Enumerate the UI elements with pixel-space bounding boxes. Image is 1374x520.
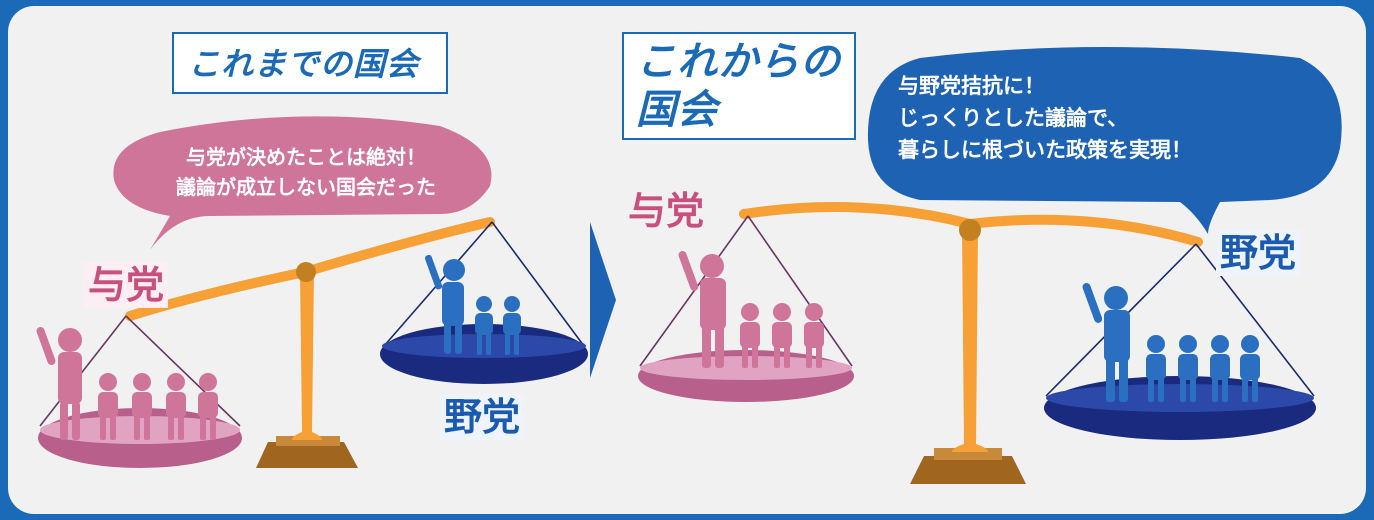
people-opposition-left bbox=[424, 254, 521, 355]
pan-string bbox=[1195, 243, 1315, 397]
pan-string bbox=[491, 221, 585, 347]
people-ruling-left bbox=[36, 326, 218, 440]
pan-opposition-left-top bbox=[382, 334, 586, 358]
label-opposition-after: 野党 bbox=[1216, 230, 1301, 276]
scale-pivot-left bbox=[296, 262, 316, 282]
pan-string bbox=[639, 215, 749, 367]
scale-base-top-left bbox=[276, 436, 340, 446]
label-ruling-after: 与党 bbox=[628, 189, 705, 233]
scale-base-left bbox=[256, 442, 358, 468]
bubble-before-text: 与党が決めたことは絶対！ 議論が成立しない国会だった bbox=[176, 145, 436, 199]
transition-arrow bbox=[590, 222, 616, 378]
scale-right bbox=[638, 201, 1316, 484]
title-before-box: これまでの国会 bbox=[172, 32, 448, 94]
scale-pillar-left bbox=[292, 272, 322, 440]
scale-left bbox=[36, 217, 588, 468]
label-ruling-before: 与党 bbox=[84, 262, 169, 308]
bubble-after-text: 与野党拮抗に！ じっくりとした議論で、 暮らしに根づいた政策を実現！ bbox=[898, 74, 1192, 162]
scale-pivot-right bbox=[959, 219, 981, 241]
label-opposition-before: 野党 bbox=[440, 394, 525, 440]
speech-bubble-left bbox=[113, 116, 492, 250]
pan-string bbox=[747, 215, 853, 367]
title-after-box: これからの 国会 bbox=[622, 32, 856, 140]
people-opposition-right bbox=[1082, 282, 1260, 402]
title-after: これからの 国会 bbox=[636, 39, 841, 133]
scale-base-right bbox=[910, 456, 1026, 484]
pan-string bbox=[39, 315, 127, 427]
pan-string bbox=[125, 315, 241, 427]
people-ruling-right bbox=[678, 250, 824, 368]
scale-pillar-right bbox=[952, 232, 988, 452]
speech-bubble-right bbox=[867, 47, 1342, 234]
title-before: これまでの国会 bbox=[188, 45, 420, 83]
